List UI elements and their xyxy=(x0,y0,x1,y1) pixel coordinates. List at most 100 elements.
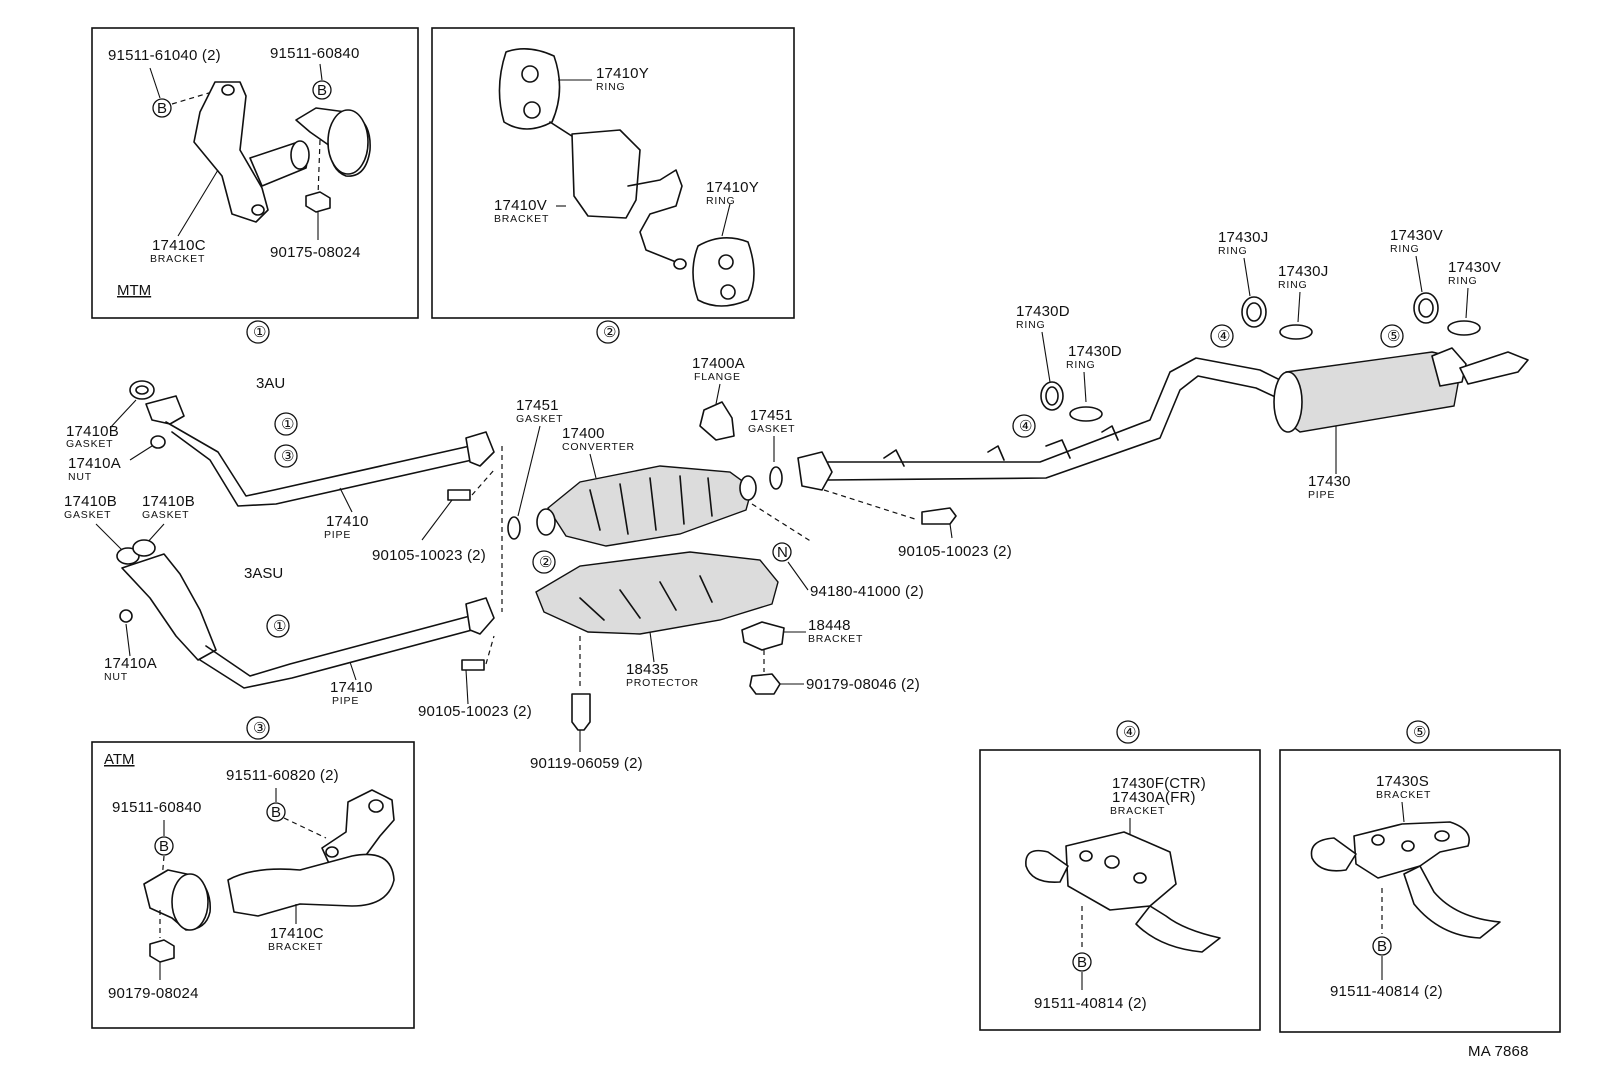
center-leader xyxy=(787,561,809,591)
front-nut-b-name: NUT xyxy=(104,671,128,683)
center-n-marker xyxy=(772,542,792,562)
center-leader xyxy=(517,425,541,517)
rear-ring-j1-number: 17430J xyxy=(1218,229,1268,246)
inset-3-callout-circle xyxy=(246,716,270,740)
inset-5-b-marker-label: B xyxy=(1377,938,1387,955)
center-protector-name: PROTECTOR xyxy=(626,677,699,689)
inset-4-bracket-2: 17430A(FR) xyxy=(1112,789,1196,806)
front-nut-a-part xyxy=(150,435,166,449)
inset-4-frame xyxy=(979,749,1261,1031)
rear-callout-circle xyxy=(1210,324,1234,348)
front-gasket-c-name: GASKET xyxy=(142,509,189,521)
front-pipe-a-number: 17410 xyxy=(326,513,369,530)
inset-5-bracket-strap xyxy=(1403,865,1501,939)
rear-muffler-part xyxy=(1283,351,1459,433)
front-leader xyxy=(129,445,153,461)
inset-3-b-marker-2 xyxy=(154,836,174,856)
inset-2-ring-top-number: 17410Y xyxy=(596,65,649,82)
inset-1-b-marker-1 xyxy=(152,98,172,118)
center-leader xyxy=(649,631,655,663)
front-pipe-b-name: PIPE xyxy=(332,695,359,707)
front-pipe-b-bottom xyxy=(199,629,473,689)
front-leader xyxy=(465,669,469,705)
inset-1-nut-part xyxy=(305,191,331,213)
rear-muffler-end xyxy=(1273,371,1303,433)
inset-1-callout-circle xyxy=(246,320,270,344)
rear-pipe-inlet-flange xyxy=(797,451,833,491)
rear-leader xyxy=(1297,291,1301,323)
front-callout-circle xyxy=(266,614,290,638)
rear-ring-d1-number: 17430D xyxy=(1016,303,1070,320)
center-screw-part xyxy=(571,693,591,731)
front-label-3au: 3AU xyxy=(256,375,285,392)
inset-1-bracket-name: BRACKET xyxy=(150,253,205,265)
inset-2-callout: ② xyxy=(603,324,616,341)
center-flange-name: FLANGE xyxy=(694,371,741,383)
front-bolt-a: 90105-10023 (2) xyxy=(372,547,486,564)
inset-1-clamp-ring xyxy=(327,109,369,175)
rear-ring-v2-part xyxy=(1447,320,1481,336)
rear-ring-v2-number: 17430V xyxy=(1448,259,1501,276)
inset-2-hanger: 17410Y RING 17410V BRACKET 17410Y RING ② xyxy=(431,27,795,344)
rear-ring-v1-hole xyxy=(1418,298,1434,318)
inset-3-b-marker-1-label: B xyxy=(271,804,281,821)
inset-2-ring-bottom-part xyxy=(692,237,755,307)
inset-2-ring-hole xyxy=(720,284,736,300)
inset-4-b-marker xyxy=(1072,952,1092,972)
rear-ring-j1-hole xyxy=(1246,302,1262,322)
center-gasket-l-part xyxy=(507,516,521,540)
inset-4-callout: ④ xyxy=(1123,724,1136,741)
front-gasket-a-hole xyxy=(135,385,149,395)
center-dash xyxy=(751,503,813,543)
inset-3-b-marker-2-label: B xyxy=(159,838,169,855)
front-callout-3: ③ xyxy=(281,448,294,465)
inset-3-bolt-b: 91511-60840 xyxy=(112,799,202,816)
inset-5-callout-circle xyxy=(1406,720,1430,744)
center-callout-circle xyxy=(532,550,556,574)
center-gasket-r-part xyxy=(769,466,783,490)
rear-ring-d2-name: RING xyxy=(1066,359,1095,371)
inset-4-hole xyxy=(1104,855,1120,869)
rear-leader xyxy=(1243,257,1251,297)
inset-2-leader xyxy=(721,203,731,237)
rear-ring-d1-name: RING xyxy=(1016,319,1045,331)
front-dash xyxy=(485,635,495,665)
front-nut-a-name: NUT xyxy=(68,471,92,483)
inset-5-bolt: 91511-40814 (2) xyxy=(1330,983,1443,1000)
inset-3-hole xyxy=(368,799,384,813)
front-nut-b-part xyxy=(119,609,133,623)
rear-ring-v1-number: 17430V xyxy=(1390,227,1443,244)
front-callout-circle xyxy=(274,412,298,436)
front-nut-a-number: 17410A xyxy=(68,455,121,472)
front-leader xyxy=(125,623,131,657)
rear-ring-j2-name: RING xyxy=(1278,279,1307,291)
inset-3-nut-part xyxy=(149,939,175,963)
inset-1-hole xyxy=(251,204,265,216)
inset-1-b-marker-1-label: B xyxy=(157,100,167,117)
front-bolt-b-part xyxy=(461,659,485,671)
inset-2-ring-hole xyxy=(521,65,539,83)
center-leader xyxy=(715,383,721,405)
front-leader xyxy=(95,523,125,553)
front-pipe-a-top xyxy=(165,421,471,497)
inset-1-bracket-number: 17410C xyxy=(152,237,206,254)
center-gasket-l-number: 17451 xyxy=(516,397,559,414)
inset-1-mtm: 91511-61040 (2) 91511-60840 B B 17410C B… xyxy=(91,27,419,344)
rear-callout-4b: ④ xyxy=(1217,328,1230,345)
inset-5-hole xyxy=(1434,830,1450,842)
inset-5-b-marker xyxy=(1372,936,1392,956)
front-gasket-c-number: 17410B xyxy=(142,493,195,510)
inset-1-b-marker-2-label: B xyxy=(317,82,327,99)
inset-5-bracket: ⑤ 17430S BRACKET B 91511-40814 (2) xyxy=(1279,720,1561,1033)
center-converter-number: 17400 xyxy=(562,425,605,442)
center-protector-number: 18435 xyxy=(626,661,669,678)
front-flange-a xyxy=(145,395,185,425)
front-pipe-b-number: 17410 xyxy=(330,679,373,696)
center-nut: 90179-08046 (2) xyxy=(806,676,920,693)
front-callout-1b: ① xyxy=(273,618,286,635)
rear-dash xyxy=(823,489,919,521)
inset-4-hole xyxy=(1079,850,1093,862)
rear-leader xyxy=(1415,255,1423,293)
center-screw: 90119-06059 (2) xyxy=(530,755,643,772)
